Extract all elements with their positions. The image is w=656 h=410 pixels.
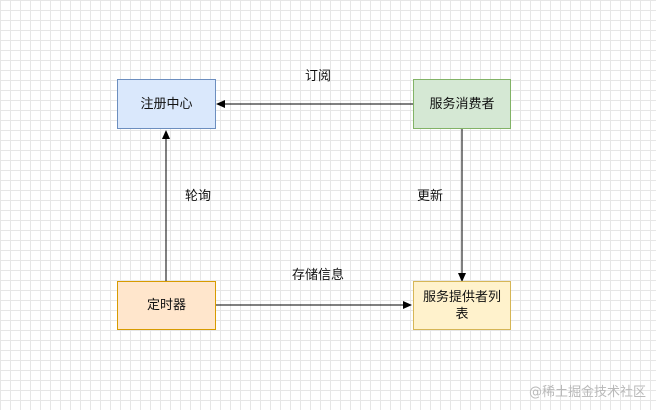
watermark-text: @稀土掘金技术社区 bbox=[528, 385, 646, 400]
update-label: 更新 bbox=[416, 189, 443, 204]
store-info-label: 存储信息 bbox=[291, 268, 344, 283]
timer-node[interactable]: 定时器 bbox=[117, 281, 216, 330]
poll-label: 轮询 bbox=[184, 189, 211, 204]
subscribe-label: 订阅 bbox=[304, 69, 331, 84]
provider-list-node[interactable]: 服务提供者列表 bbox=[413, 281, 511, 330]
registry-node[interactable]: 注册中心 bbox=[117, 79, 216, 129]
consumer-node[interactable]: 服务消费者 bbox=[413, 79, 511, 129]
